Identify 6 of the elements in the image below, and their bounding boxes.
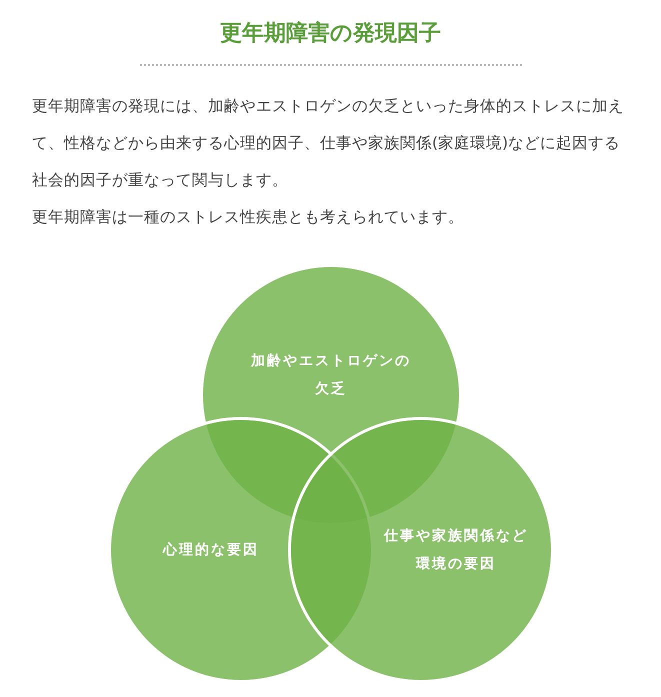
heading: 更年期障害の発現因子: [219, 19, 442, 48]
body-paragraph: 更年期障害の発現には、加齢やエストロゲンの欠乏といった身体的ストレスに加えて、性格などから由来する心理的因子、仕事や家族関係(家庭環境)などに起因する社会的因子が重なって関与します。: [32, 96, 625, 191]
circle-label: 加齢やエストロゲンの欠乏: [250, 352, 412, 399]
body-paragraph: 更年期障害は一種のストレス性疾患とも考えられています。: [32, 207, 465, 228]
circle-label: 仕事や家族関係など環境の要因: [382, 526, 529, 574]
circle-label: 心理的な要因: [162, 540, 260, 560]
